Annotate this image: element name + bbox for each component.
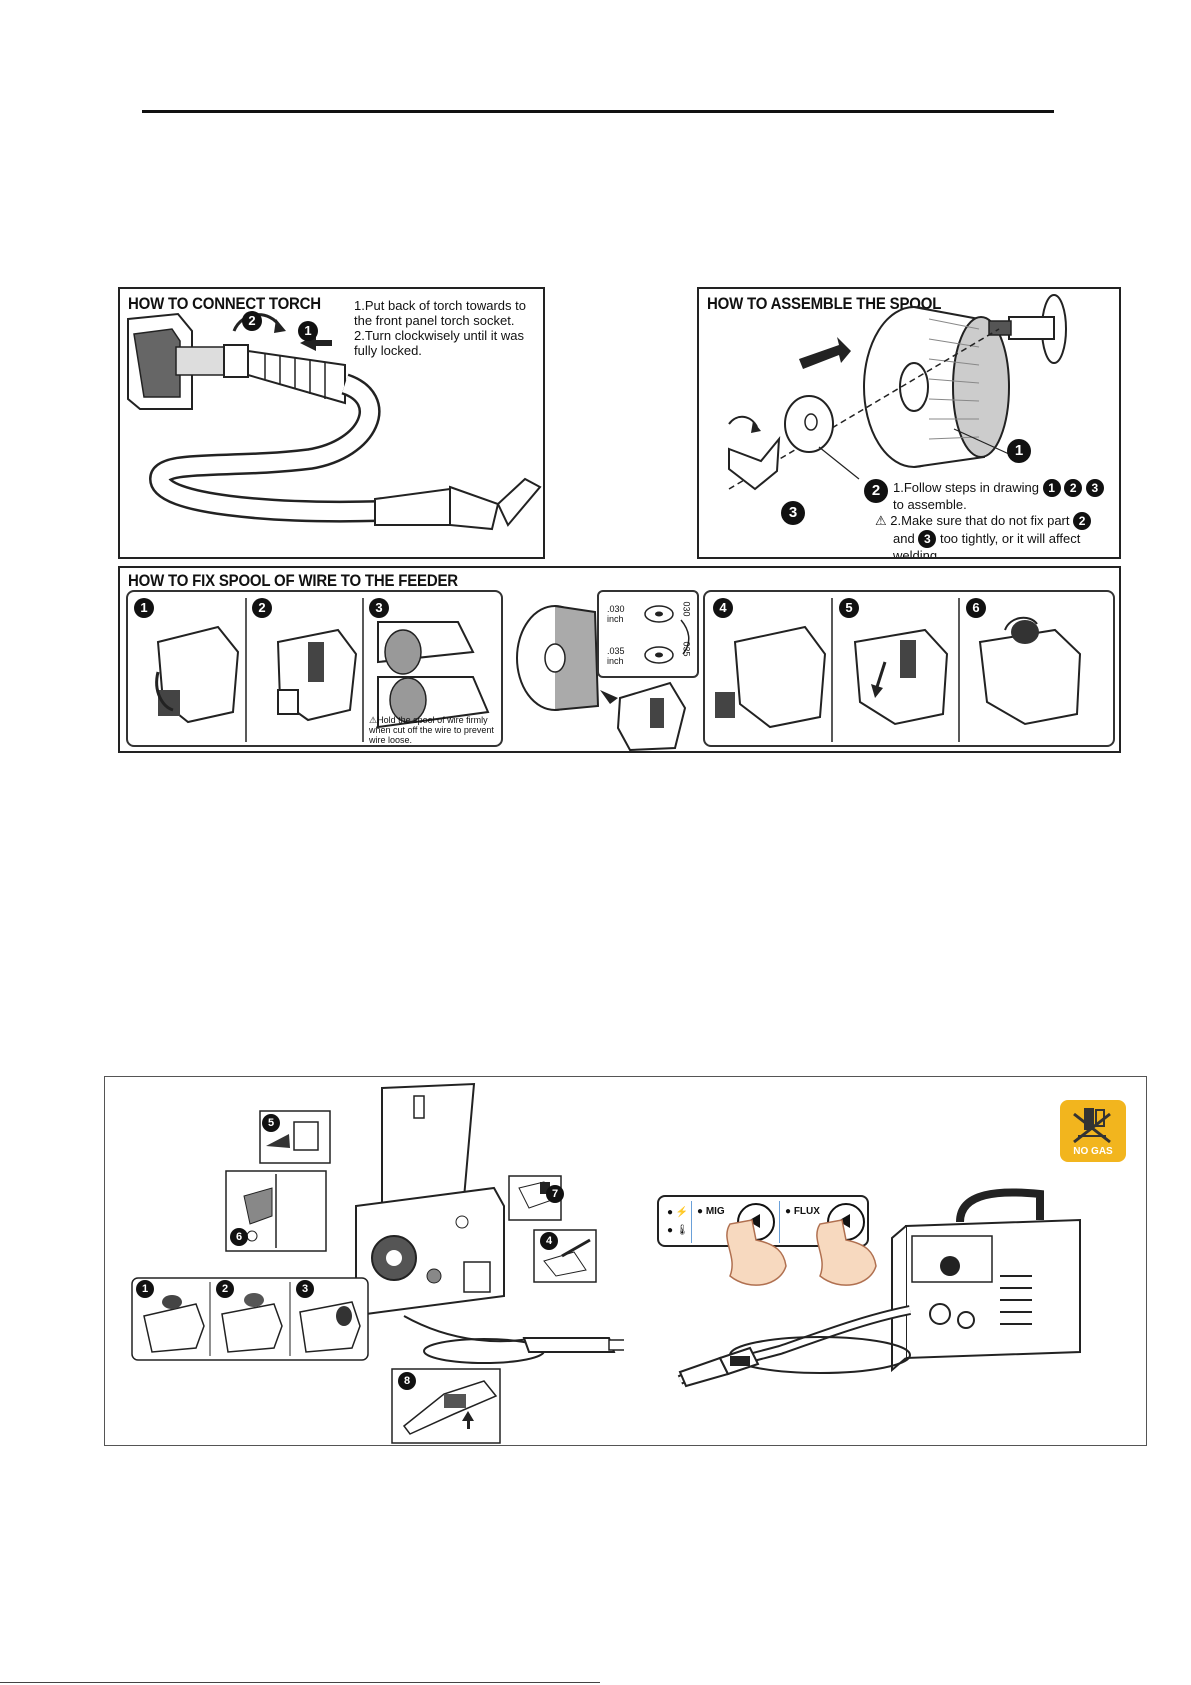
setup-step-5-badge: 5 [262, 1114, 280, 1132]
feeder-step-1-drawing [155, 598, 490, 742]
warning-icon: ⚠ [875, 513, 891, 528]
spool-part-1-badge: 1 [1007, 439, 1031, 463]
thermal-indicator-icon: ● 🌡 [667, 1225, 689, 1236]
fix-spool-title: HOW TO FIX SPOOL OF WIRE TO THE FEEDER [128, 572, 458, 591]
feeder-roller-drawing [644, 605, 690, 664]
assemble-spool-panel: HOW TO ASSEMBLE THE SPOOL 1 2 3 1 [697, 287, 1121, 559]
power-indicator-icon: ● ⚡ [667, 1207, 689, 1218]
footer-rule [0, 1682, 600, 1683]
feeder-steps-4-6-box: 4 5 6 [703, 590, 1115, 747]
spool-part-3-badge: 3 [781, 501, 805, 525]
connect-torch-notes: 1.Put back of torch towards to the front… [354, 298, 526, 358]
feeder-step-4-6-drawing [715, 598, 1082, 742]
flux-label: ● FLUX [785, 1206, 820, 1217]
feeder-step-1-badge: 1 [134, 598, 154, 618]
feeder-roller-sizes-box: .030 inch .035 inch 030 035 [597, 590, 699, 678]
feeder-step-3-badge: 3 [369, 598, 389, 618]
feeder-spool-drawing [516, 605, 687, 751]
feeder-steps-1-3-box: 1 2 3 ⚠Hold the spool of wire firmly whe… [126, 590, 503, 747]
machine-right-drawing [677, 1188, 1081, 1388]
connect-torch-panel: HOW TO CONNECT TORCH 1.Put back of torch… [118, 287, 545, 559]
assemble-spool-notes: 1.Follow steps in drawing 1 2 3 to assem… [875, 479, 1104, 557]
no-gas-badge: NO GAS [1060, 1100, 1126, 1162]
assemble-spool-title: HOW TO ASSEMBLE THE SPOOL [707, 295, 942, 314]
mig-label: ● MIG [697, 1206, 725, 1217]
feeder-step-6-badge: 6 [966, 598, 986, 618]
setup-step-8-badge: 8 [398, 1372, 416, 1390]
feeder-step-2-badge: 2 [252, 598, 272, 618]
feeder-step-5-badge: 5 [839, 598, 859, 618]
fix-spool-panel: HOW TO FIX SPOOL OF WIRE TO THE FEEDER 1… [118, 566, 1121, 753]
header-rule [142, 110, 1054, 113]
setup-step-3-badge: 3 [296, 1280, 314, 1298]
setup-step-7-badge: 7 [546, 1185, 564, 1203]
machine-setup-left-drawing [131, 1082, 624, 1444]
connect-torch-title: HOW TO CONNECT TORCH [128, 295, 321, 314]
setup-step-4-badge: 4 [540, 1232, 558, 1250]
warning-icon: ⚠ [369, 715, 378, 725]
no-gas-icon [1073, 1108, 1111, 1144]
torch-step-2-badge: 2 [242, 311, 262, 331]
torch-illustration [127, 312, 542, 531]
setup-step-6-badge: 6 [230, 1228, 248, 1246]
setup-step-2-badge: 2 [216, 1280, 234, 1298]
torch-step-1-badge: 1 [298, 321, 318, 341]
feeder-step-4-badge: 4 [713, 598, 733, 618]
spool-illustration [728, 294, 1067, 491]
setup-step-1-badge: 1 [136, 1280, 154, 1298]
spool-part-2-badge: 2 [864, 479, 888, 503]
feeder-warning-note: ⚠Hold the spool of wire firmly when cut … [369, 715, 494, 745]
